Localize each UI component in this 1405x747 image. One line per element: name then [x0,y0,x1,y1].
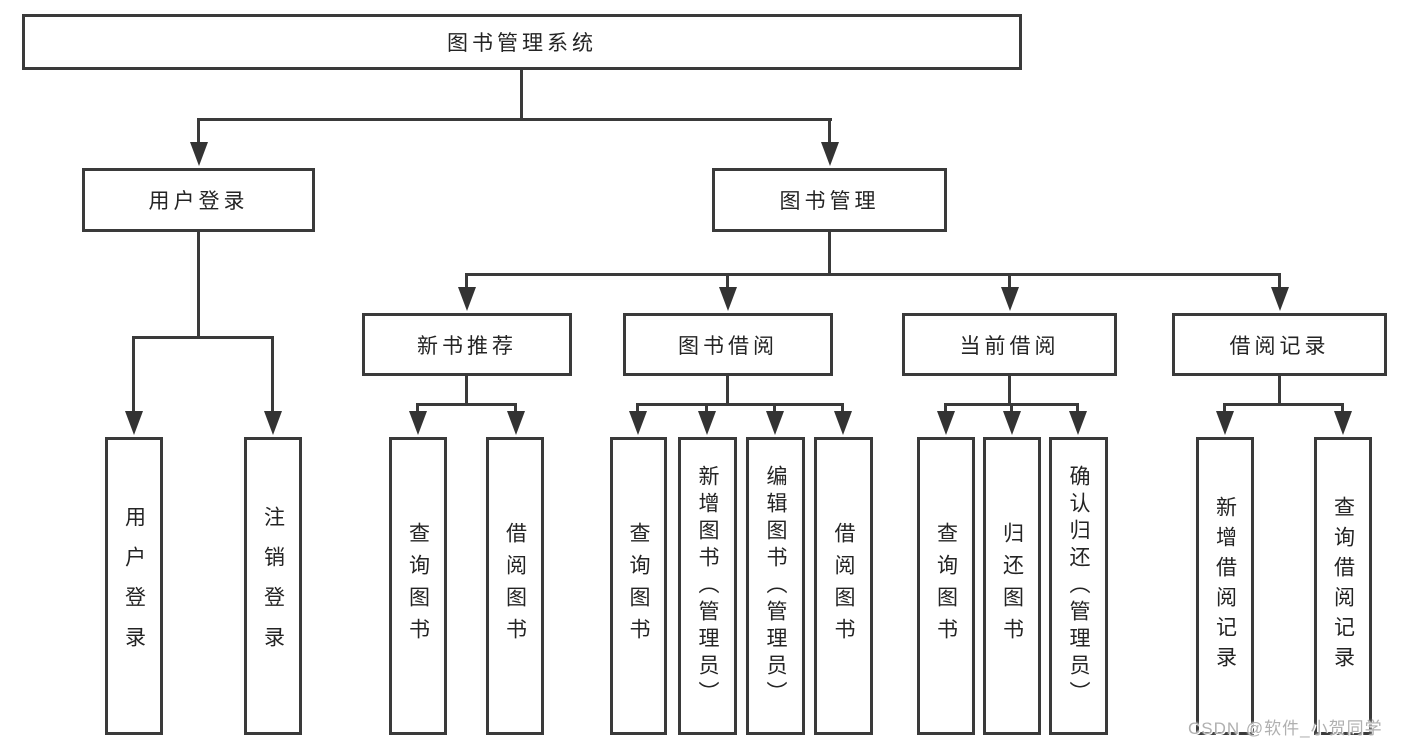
connector-line [1223,403,1344,406]
node-borrowing-records: 借阅记录 [1172,313,1387,376]
connector-line [132,336,135,421]
node-new-book-recommend: 新书推荐 [362,313,572,376]
connector-line [520,68,523,120]
connector-line [1278,376,1281,406]
node-leaf-add-borrow-record-label: 新增借阅记录 [1213,496,1237,676]
connector-line [465,273,468,293]
connector-line [828,118,831,148]
connector-line [1008,376,1011,406]
node-new-book-recommend-label: 新书推荐 [417,334,517,358]
connector-line [416,403,517,406]
node-leaf-return-books: 归还图书 [983,437,1041,735]
node-leaf-edit-books-admin: 编辑图书（管理员） [746,437,805,735]
connector-line [1278,273,1281,293]
connector-line [465,273,1281,276]
connector-line [1008,273,1011,293]
node-leaf-user-login-label: 用户登录 [122,506,146,666]
node-book-management-label: 图书管理 [779,190,880,213]
node-leaf-borrow-books-label: 借阅图书 [832,522,855,650]
node-leaf-logout: 注销登录 [244,437,302,735]
node-leaf-logout-label: 注销登录 [261,506,285,666]
node-leaf-borrow-books-recommend-label: 借阅图书 [503,522,527,650]
arrowhead-icon [821,142,839,166]
node-leaf-confirm-return-admin-label: 确认归还（管理员） [1067,464,1090,708]
node-leaf-add-books-admin-label: 新增图书（管理员） [696,464,719,708]
node-leaf-query-books-current: 查询图书 [917,437,975,735]
connector-line [197,232,200,339]
node-leaf-query-books-recommend: 查询图书 [389,437,447,735]
arrowhead-icon [698,411,716,435]
node-leaf-query-books-current-label: 查询图书 [934,522,958,650]
node-user-login-label: 用户登录 [148,190,249,213]
arrowhead-icon [719,287,737,311]
node-user-login: 用户登录 [82,168,315,232]
node-book-management: 图书管理 [712,168,947,232]
arrowhead-icon [1001,287,1019,311]
arrowhead-icon [1216,411,1234,435]
node-current-borrowing: 当前借阅 [902,313,1117,376]
arrowhead-icon [1003,411,1021,435]
arrowhead-icon [1271,287,1289,311]
arrowhead-icon [190,142,208,166]
arrowhead-icon [507,411,525,435]
connector-line [197,118,200,148]
arrowhead-icon [629,411,647,435]
node-leaf-add-borrow-record: 新增借阅记录 [1196,437,1254,735]
node-current-borrowing-label: 当前借阅 [959,334,1060,358]
node-leaf-query-borrow-record: 查询借阅记录 [1314,437,1372,735]
node-leaf-query-books-recommend-label: 查询图书 [406,522,430,650]
arrowhead-icon [1069,411,1087,435]
node-leaf-user-login: 用户登录 [105,437,163,735]
arrowhead-icon [766,411,784,435]
arrowhead-icon [834,411,852,435]
node-leaf-borrow-books: 借阅图书 [814,437,873,735]
node-leaf-edit-books-admin-label: 编辑图书（管理员） [764,464,787,708]
node-leaf-query-books-borrowing-label: 查询图书 [627,522,650,650]
arrowhead-icon [264,411,282,435]
connector-line [828,232,831,276]
connector-line [465,376,468,406]
node-leaf-query-books-borrowing: 查询图书 [610,437,667,735]
arrowhead-icon [937,411,955,435]
csdn-watermark: CSDN @软件_小贺同学 [1188,719,1383,738]
node-leaf-add-books-admin: 新增图书（管理员） [678,437,737,735]
node-leaf-query-borrow-record-label: 查询借阅记录 [1331,496,1355,676]
arrowhead-icon [409,411,427,435]
connector-line [132,336,274,339]
connector-line [726,273,729,293]
connector-line [636,403,844,406]
connector-line [271,336,274,421]
arrowhead-icon [1334,411,1352,435]
connector-line [726,376,729,406]
arrowhead-icon [125,411,143,435]
node-book-borrowing-label: 图书借阅 [678,334,778,358]
node-library-system-label: 图书管理系统 [447,32,597,55]
connector-line [197,118,832,121]
node-leaf-borrow-books-recommend: 借阅图书 [486,437,544,735]
node-book-borrowing: 图书借阅 [623,313,833,376]
node-leaf-confirm-return-admin: 确认归还（管理员） [1049,437,1108,735]
node-leaf-return-books-label: 归还图书 [1000,522,1024,650]
node-library-system: 图书管理系统 [22,14,1022,70]
node-borrowing-records-label: 借阅记录 [1229,334,1330,358]
arrowhead-icon [458,287,476,311]
